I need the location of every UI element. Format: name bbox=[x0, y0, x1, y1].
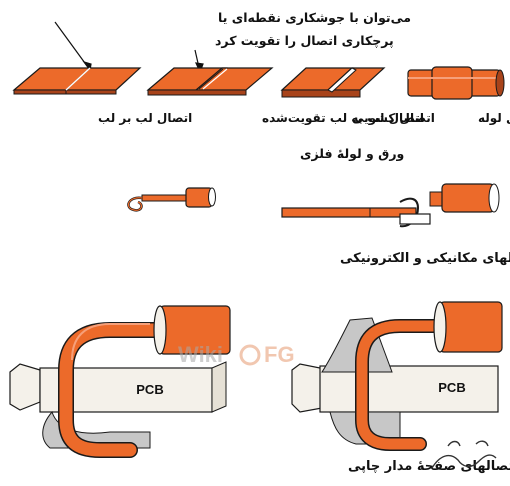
pcb-label-left: PCB bbox=[136, 382, 163, 397]
watermark-logo: Wiki FG bbox=[178, 342, 295, 367]
pcb-joint-right: PCB bbox=[291, 301, 503, 451]
section-title-sheet-pipe: ورق و لولهٔ فلزی bbox=[300, 146, 404, 161]
note-line-1: می‌توان با جوشکاری نقطه‌ای یا bbox=[218, 10, 411, 25]
watermark-right: FG bbox=[264, 342, 295, 367]
note-annotation: می‌توان با جوشکاری نقطه‌ای یا پرچکاری ات… bbox=[54, 10, 411, 74]
handwritten-signature bbox=[431, 440, 497, 469]
pcb-joint-left: PCB bbox=[9, 305, 231, 458]
note-leader-arrows bbox=[54, 21, 204, 74]
section-title-mechanical-electronic: اتصالهای مکانیکی و الکترونیکی bbox=[340, 251, 510, 266]
pipe-joint bbox=[407, 66, 505, 100]
terminal-wire-joint bbox=[281, 183, 500, 228]
label-sliding-joint: اتصال کشویی bbox=[352, 111, 435, 126]
section-title-pcb: اتصالهای صفحهٔ مدار چاپی bbox=[348, 459, 510, 474]
label-butt-joint: اتصال لب بر لب bbox=[98, 111, 192, 125]
pcb-label-right: PCB bbox=[438, 380, 465, 395]
note-line-2: پرچکاری اتصال را تقویت کرد bbox=[215, 33, 394, 48]
sheet-joint-butt bbox=[12, 67, 142, 95]
sheet-joint-reinforced-butt bbox=[146, 67, 274, 96]
hook-wire-joint bbox=[127, 187, 216, 212]
sheet-joint-sliding bbox=[280, 67, 386, 98]
watermark-left: Wiki bbox=[178, 342, 223, 367]
gear-icon bbox=[239, 344, 261, 366]
label-reinforced-butt-joint: اتصال لب به لب تقویت‌شده bbox=[262, 111, 424, 126]
label-pipe-joint: اتصال لوله bbox=[478, 111, 510, 126]
